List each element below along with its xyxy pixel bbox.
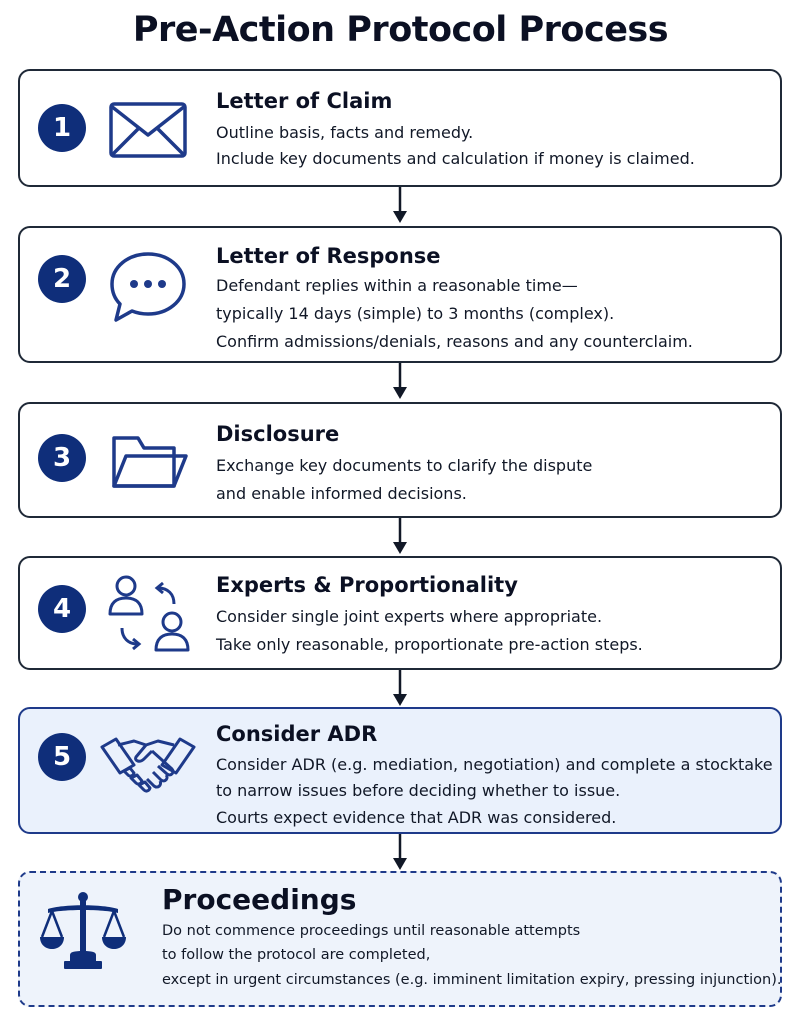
step-number-badge: 5 [38,733,86,781]
scales-of-justice-icon [40,892,126,969]
step-experts-proportionality: 4 Experts & Proportionality Consider sin… [18,556,782,670]
step-description-line: Consider ADR (e.g. mediation, negotiatio… [216,755,773,774]
step-description-line: and enable informed decisions. [216,484,467,503]
down-arrow [393,363,407,399]
step-description-line: Take only reasonable, proportionate pre-… [216,635,643,654]
people-exchange-icon [108,575,190,652]
step-number-badge: 4 [38,585,86,633]
handshake-icon [100,737,196,793]
final-step-description-line: Do not commence proceedings until reason… [162,923,581,939]
final-step-description-line: except in urgent circumstances (e.g. imm… [162,972,782,988]
down-arrow [393,518,407,554]
step-description-line: typically 14 days (simple) to 3 months (… [216,304,615,323]
step-number-badge: 3 [38,434,86,482]
step-letter-of-claim: 1 Letter of Claim Outline basis, facts a… [18,69,782,187]
step-description-line: Courts expect evidence that ADR was cons… [216,808,617,827]
step-title: Consider ADR [216,722,378,746]
folder-icon [112,436,188,488]
final-step-proceedings: Proceedings Do not commence proceedings … [18,871,782,1007]
down-arrow [393,187,407,223]
down-arrow [393,670,407,706]
step-letter-of-response: 2 Letter of Response Defendant replies w… [18,226,782,363]
step-description-line: Include key documents and calculation if… [216,149,695,168]
step-description-line: Confirm admissions/denials, reasons and … [216,332,693,351]
step-number-badge: 1 [38,104,86,152]
step-description-line: Outline basis, facts and remedy. [216,123,474,142]
final-step-description-line: to follow the protocol are completed, [162,947,431,963]
step-number-badge: 2 [38,255,86,303]
step-description-line: Defendant replies within a reasonable ti… [216,276,578,295]
step-title: Experts & Proportionality [216,573,518,597]
step-title: Letter of Claim [216,89,393,113]
final-step-title: Proceedings [162,883,357,916]
step-description-line: to narrow issues before deciding whether… [216,781,621,800]
step-description-line: Exchange key documents to clarify the di… [216,456,593,475]
down-arrow [393,834,407,870]
step-consider-adr: 5 Consider ADR Consider ADR (e.g. mediat… [18,707,782,834]
envelope-icon [109,102,187,158]
page-title: Pre-Action Protocol Process [132,10,669,50]
step-title: Letter of Response [216,244,441,268]
step-description-line: Consider single joint experts where appr… [216,607,603,626]
step-disclosure: 3 Disclosure Exchange key documents to c… [18,402,782,518]
speech-bubble-icon [110,252,186,322]
step-title: Disclosure [216,422,340,446]
